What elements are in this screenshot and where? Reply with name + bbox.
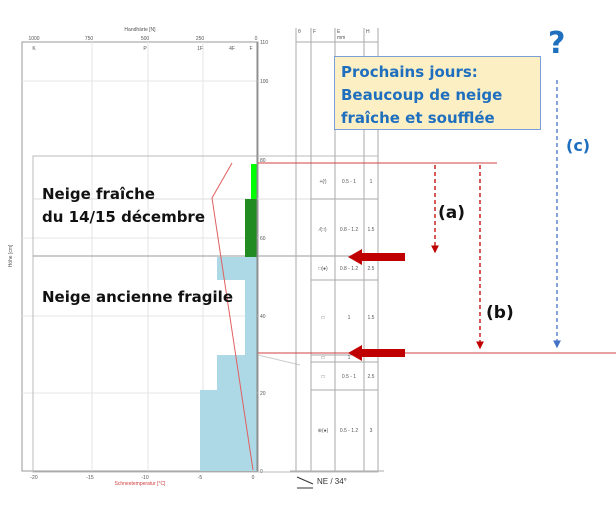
header-hardness: H xyxy=(366,29,370,35)
tick: -10 xyxy=(141,475,148,481)
table-cell-hardness: 2.5 xyxy=(368,266,375,272)
table-cell-hardness: 1.5 xyxy=(368,315,375,321)
tick: -20 xyxy=(30,475,37,481)
temperature-line xyxy=(211,162,254,471)
tick: 110 xyxy=(260,40,268,46)
table-cell-hardness: 2.5 xyxy=(368,374,375,380)
tick: 250 xyxy=(196,36,205,42)
tick: 1F xyxy=(197,46,203,52)
slope-icon xyxy=(296,476,314,489)
top-axis-title: Handhärte [N] xyxy=(124,27,156,33)
hardness-bar xyxy=(245,199,257,257)
forecast-line: fraîche et soufflée xyxy=(341,109,495,127)
table-cell-size: 1 xyxy=(348,315,351,321)
tick: 1000 xyxy=(28,36,39,42)
header-theta: θ xyxy=(298,29,301,35)
table-cell-size: 0.5 - 1 xyxy=(342,374,356,380)
tick: 20 xyxy=(260,391,266,397)
table-cell-size: 0.8 - 1.2 xyxy=(340,227,359,233)
table-cell-grain: □(●) xyxy=(318,266,328,272)
label-c: (c) xyxy=(566,136,591,155)
hardness-bar-old-snow xyxy=(200,257,257,471)
tick: 60 xyxy=(260,236,266,242)
tick: 4F xyxy=(229,46,235,52)
header-size-unit: mm xyxy=(337,35,345,41)
bottom-axis-title: Schneetemperatur [°C] xyxy=(115,481,167,487)
forecast-note: Prochains jours: Beaucoup de neige fraîc… xyxy=(334,56,541,130)
table-cell-size: 0.5 - 1.2 xyxy=(340,428,359,434)
header-size: E xyxy=(337,29,341,35)
question-mark: ? xyxy=(548,26,566,61)
tick: -15 xyxy=(86,475,93,481)
weak-layer-arrow-upper xyxy=(348,249,405,265)
height-axis-title: Höhe [cm] xyxy=(8,244,14,267)
tick: 40 xyxy=(260,314,266,320)
table-cell-size: 1 xyxy=(348,355,351,361)
tick: 80 xyxy=(260,158,266,164)
forecast-line: Beaucoup de neige xyxy=(341,86,503,104)
table-cell-hardness: 3 xyxy=(370,428,373,434)
weak-layer-arrow-lower xyxy=(348,345,405,361)
table-cell-grain: □ xyxy=(321,315,324,321)
tick: P xyxy=(143,46,147,52)
new-snow-label: Neige fraîche xyxy=(42,185,155,203)
old-snow-label: Neige ancienne fragile xyxy=(42,288,233,306)
tick: K xyxy=(32,46,36,52)
new-snow-date: du 14/15 décembre xyxy=(42,208,205,226)
hardness-bar-new-snow xyxy=(251,164,257,199)
forecast-line: Prochains jours: xyxy=(341,63,478,81)
tick: 0 xyxy=(252,475,255,481)
header-grain: F xyxy=(313,29,316,35)
table-cell-grain: ⊕(●) xyxy=(318,428,329,434)
table-cell-grain: □ xyxy=(321,355,324,361)
table-cell-grain: □ xyxy=(321,374,324,380)
tick: 750 xyxy=(85,36,94,42)
tick: F xyxy=(249,46,252,52)
tick: -5 xyxy=(198,475,203,481)
tick: 500 xyxy=(141,36,150,42)
table-cell-hardness: 1.5 xyxy=(368,227,375,233)
tick: 100 xyxy=(260,79,269,85)
table-cell-hardness: 1 xyxy=(370,179,373,185)
table-cell-size: 0.8 - 1.2 xyxy=(340,266,359,272)
label-b: (b) xyxy=(486,303,514,323)
table-cell-size: 0.5 - 1 xyxy=(342,179,356,185)
slope-label: NE / 34° xyxy=(317,477,347,486)
table-cell-grain: ⁄(□) xyxy=(317,227,327,233)
table-cell-grain: +(⁄) xyxy=(319,179,326,185)
label-a: (a) xyxy=(438,203,465,223)
tick: 0 xyxy=(255,36,258,42)
